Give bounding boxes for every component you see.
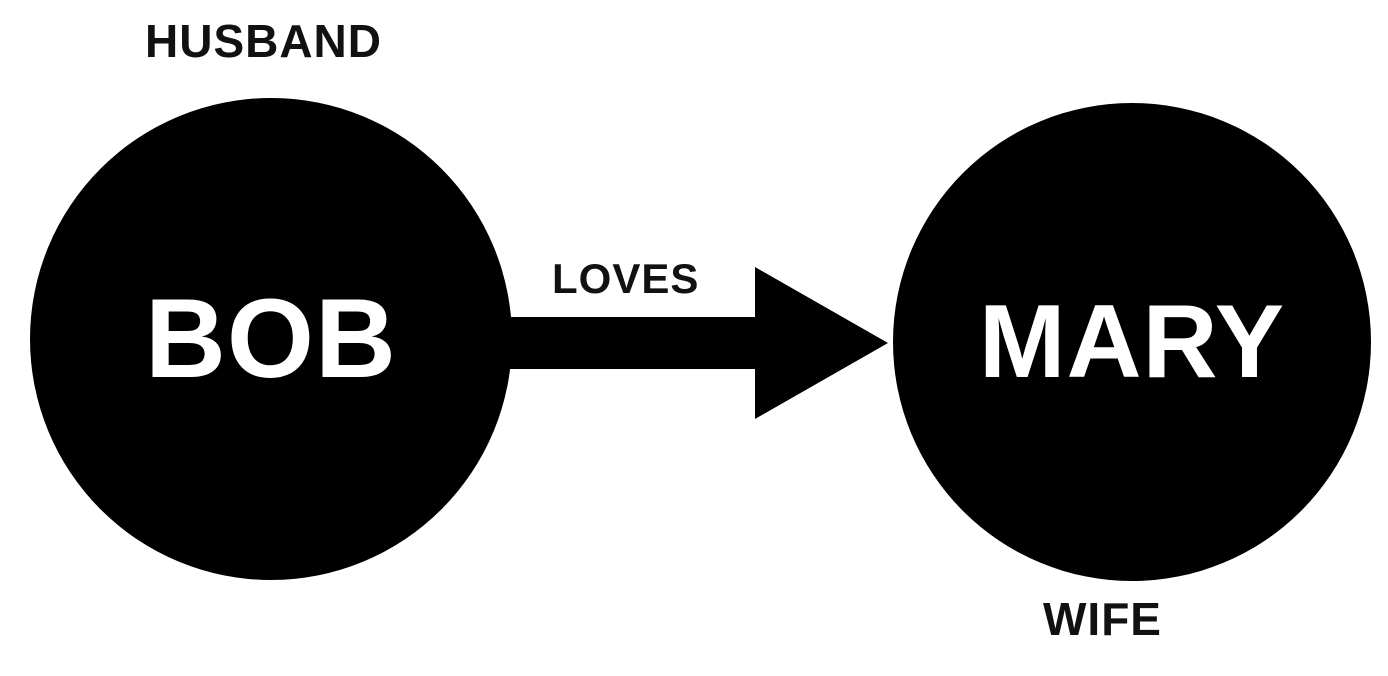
bob-node: BOB <box>30 98 512 580</box>
loves-edge-label: LOVES <box>552 255 700 302</box>
loves-arrow-shaft <box>505 317 763 369</box>
bob-node-label: BOB <box>145 276 397 401</box>
husband-role-label: HUSBAND <box>145 15 382 67</box>
wife-role-label: WIFE <box>1043 593 1162 645</box>
mary-node: MARY <box>893 103 1371 581</box>
mary-node-label: MARY <box>978 284 1286 400</box>
loves-arrow-head-icon <box>755 267 888 419</box>
